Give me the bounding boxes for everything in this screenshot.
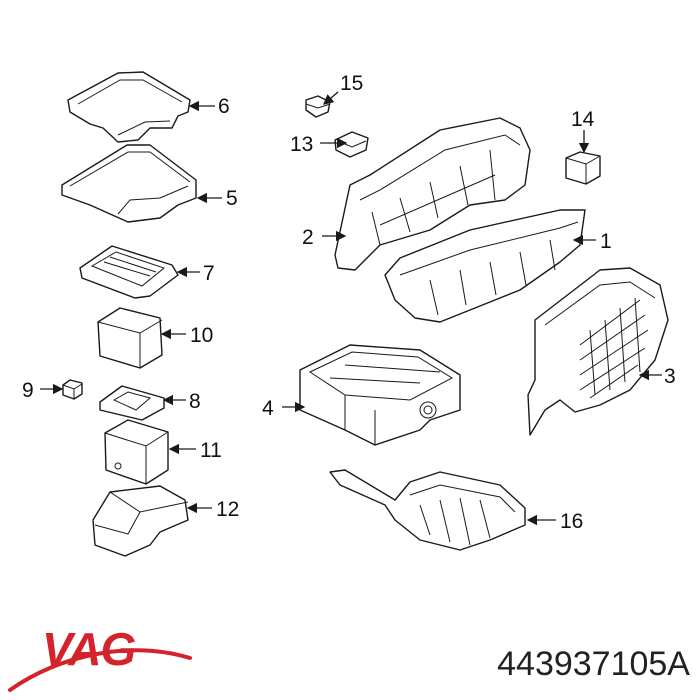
part-5-cover xyxy=(61,144,197,223)
callout-6: 6 xyxy=(218,95,230,118)
part-6-cover-lid xyxy=(67,71,191,143)
callout-11: 11 xyxy=(200,439,222,462)
part-number: 443937105A xyxy=(497,645,690,683)
callout-4: 4 xyxy=(262,397,274,420)
callout-2: 2 xyxy=(302,226,314,249)
callout-labels: 6 5 7 10 9 8 11 12 15 13 14 2 1 3 4 16 xyxy=(22,72,676,533)
callout-16: 16 xyxy=(560,510,583,533)
callout-7: 7 xyxy=(203,262,215,285)
part-1-central-panel xyxy=(384,209,586,323)
part-14-relay xyxy=(565,151,601,185)
callout-5: 5 xyxy=(226,187,238,210)
part-13-clip xyxy=(334,131,369,158)
part-4-control-unit xyxy=(299,344,461,446)
callout-3: 3 xyxy=(664,365,676,388)
part-7-relay-carrier xyxy=(79,245,179,299)
part-16-fuse-bracket xyxy=(329,469,526,551)
part-10-relay xyxy=(97,307,163,369)
callout-1: 1 xyxy=(600,230,612,253)
part-15-clip xyxy=(305,95,331,118)
callout-12: 12 xyxy=(216,498,239,521)
callout-13: 13 xyxy=(290,133,313,156)
callout-15: 15 xyxy=(340,72,363,95)
part-12-relay-cover xyxy=(92,485,189,557)
part-2-fuse-panel xyxy=(334,117,531,271)
part-9-small-relay xyxy=(62,379,83,400)
callout-8: 8 xyxy=(189,390,201,413)
callout-10: 10 xyxy=(190,324,213,347)
brand-swoosh xyxy=(8,648,192,692)
callout-14: 14 xyxy=(571,108,595,131)
brand-logo: VAG xyxy=(42,623,136,675)
leader-lines xyxy=(40,91,662,526)
part-8-relay-base xyxy=(99,385,165,421)
callout-9: 9 xyxy=(22,379,34,402)
part-11-relay xyxy=(104,419,169,485)
part-3-protective-cover xyxy=(527,267,669,436)
